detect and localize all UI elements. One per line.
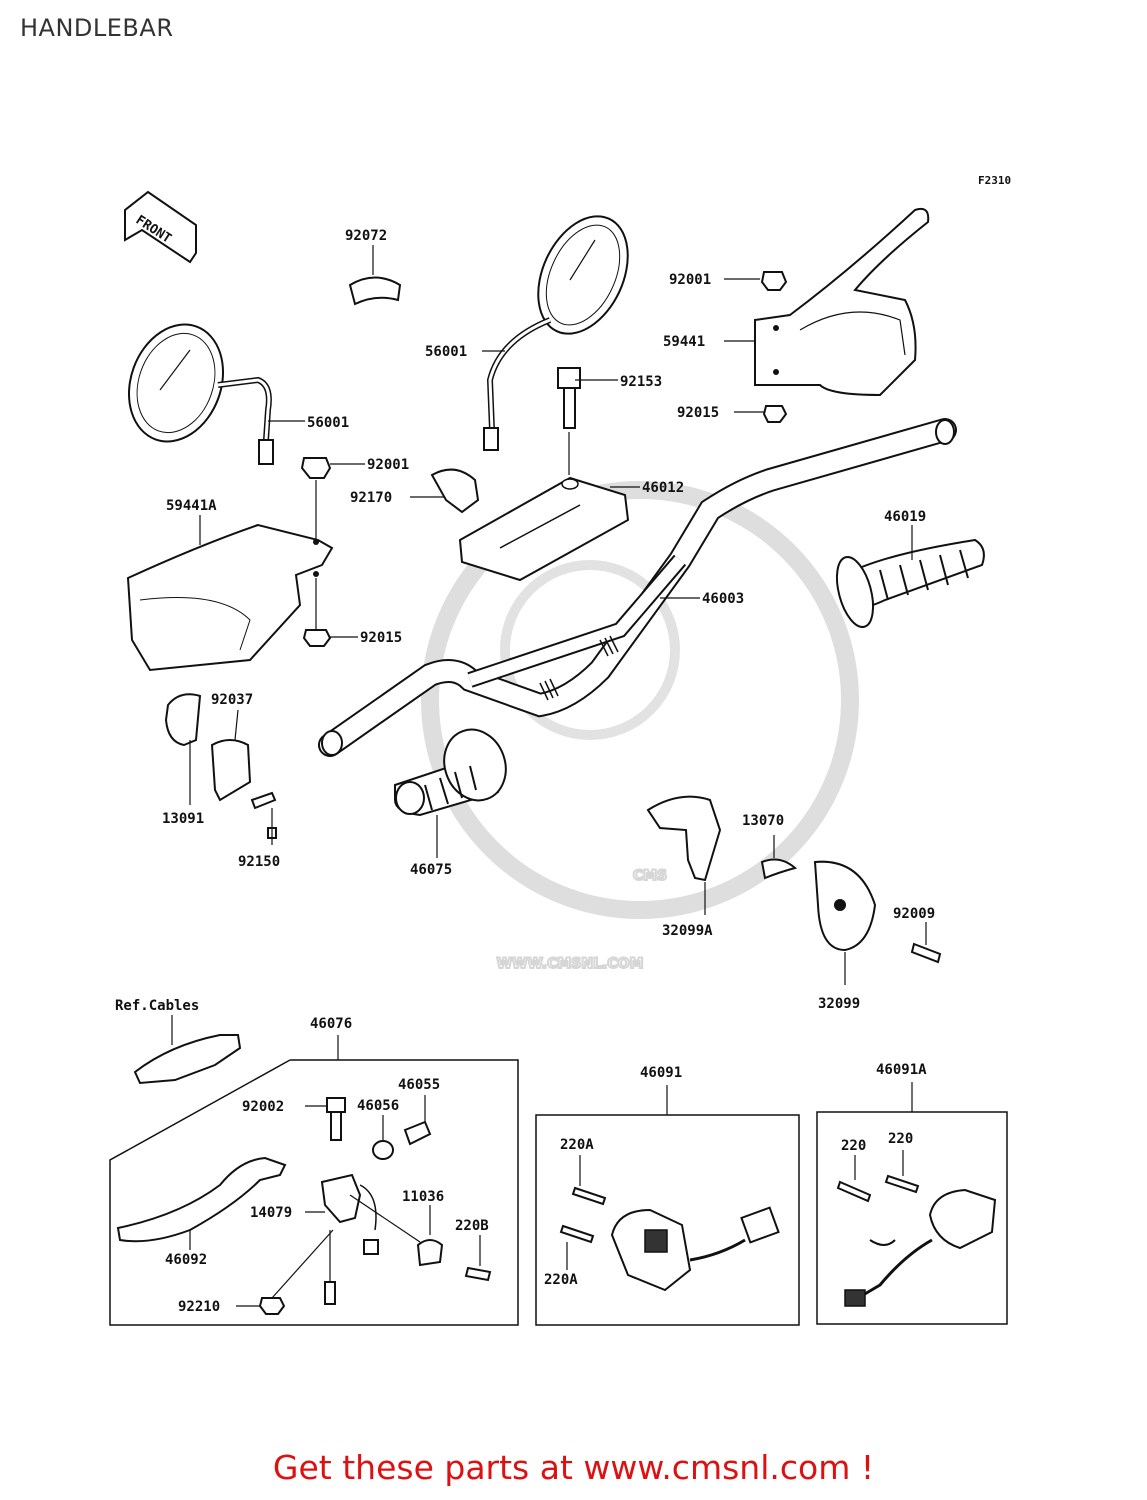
callout-46012: 46012 <box>642 480 684 496</box>
callout-92153: 92153 <box>620 374 662 390</box>
callout-92001-right: 92001 <box>669 272 711 288</box>
ref-cables: Ref.Cables <box>115 998 242 1085</box>
mirror-right: 56001 <box>425 215 629 451</box>
page-title: HANDLEBAR <box>20 14 174 42</box>
handlebar-46003: 46003 <box>318 418 957 757</box>
callout-92002: 92002 <box>242 1099 284 1115</box>
callout-92015-left: 92015 <box>360 630 402 646</box>
callout-92170: 92170 <box>350 490 392 506</box>
callout-46056: 46056 <box>357 1098 399 1114</box>
switch-46091A: 46091A 220 220 <box>816 1062 1008 1325</box>
mirror-left: 56001 <box>127 323 349 465</box>
callout-92015-right: 92015 <box>677 405 719 421</box>
callout-46076: 46076 <box>310 1016 352 1032</box>
lever-assembly-46076: 46076 92002 46056 46055 46092 14079 1103… <box>109 1016 519 1326</box>
nut-92015-left: 92015 <box>302 578 402 647</box>
callout-59441: 59441 <box>663 334 705 350</box>
grip-46075: 46075 <box>394 728 507 878</box>
callout-46075: 46075 <box>410 862 452 878</box>
bolt-92001-left: 92001 <box>300 457 409 540</box>
callout-11036: 11036 <box>402 1189 444 1205</box>
callout-46019: 46019 <box>884 509 926 525</box>
hand-guard-left: 59441A <box>126 498 334 672</box>
callout-92072: 92072 <box>345 228 387 244</box>
callout-220-left: 220 <box>841 1138 866 1154</box>
parts-diagram: CMS WWW.CMSNL.COM F2310 FRONT 92072 5600… <box>109 174 1011 1326</box>
throttle-housing: 13070 32099A 92009 32099 <box>646 795 942 1012</box>
callout-32099A: 32099A <box>662 923 713 939</box>
callout-220A-top: 220A <box>560 1137 594 1153</box>
callout-46092: 46092 <box>165 1252 207 1268</box>
callout-59441A: 59441A <box>166 498 217 514</box>
get-parts-link[interactable]: Get these parts at www.cmsnl.com ! <box>272 1448 875 1487</box>
callout-13091: 13091 <box>162 811 204 827</box>
watermark: CMS WWW.CMSNL.COM <box>421 481 859 973</box>
callout-46055: 46055 <box>398 1077 440 1093</box>
callout-92037: 92037 <box>211 692 253 708</box>
watermark-ring <box>421 481 859 919</box>
callout-13070: 13070 <box>742 813 784 829</box>
grip-46019: 46019 <box>835 509 985 629</box>
bolt-92153: 92153 <box>557 367 662 475</box>
callout-56001-left: 56001 <box>307 415 349 431</box>
front-arrow-icon: FRONT <box>124 190 197 264</box>
watermark-logo: CMS <box>633 868 667 884</box>
callout-ref-cables: Ref.Cables <box>115 998 199 1014</box>
callout-46091A: 46091A <box>876 1062 927 1078</box>
callout-56001-right: 56001 <box>425 344 467 360</box>
cable-clamp-92072: 92072 <box>345 228 402 306</box>
callout-92210: 92210 <box>178 1299 220 1315</box>
holder-46012: 46012 <box>458 476 684 582</box>
callout-92009: 92009 <box>893 906 935 922</box>
callout-92150: 92150 <box>238 854 280 870</box>
bracket-92037: 92037 13091 92150 <box>162 692 280 870</box>
switch-46091: 46091 220A 220A <box>535 1065 800 1326</box>
callout-32099: 32099 <box>818 996 860 1012</box>
callout-92001-left: 92001 <box>367 457 409 473</box>
callout-14079: 14079 <box>250 1205 292 1221</box>
figure-id: F2310 <box>978 174 1011 187</box>
clamp-92170: 92170 <box>350 468 480 514</box>
watermark-mascot <box>500 560 680 740</box>
callout-220A-bottom: 220A <box>544 1272 578 1288</box>
callout-46003: 46003 <box>702 591 744 607</box>
callout-220B: 220B <box>455 1218 489 1234</box>
callout-46091: 46091 <box>640 1065 682 1081</box>
callout-220-right: 220 <box>888 1131 913 1147</box>
watermark-url: WWW.CMSNL.COM <box>497 956 644 972</box>
hand-guard-right: 92001 59441 92015 <box>663 207 930 423</box>
